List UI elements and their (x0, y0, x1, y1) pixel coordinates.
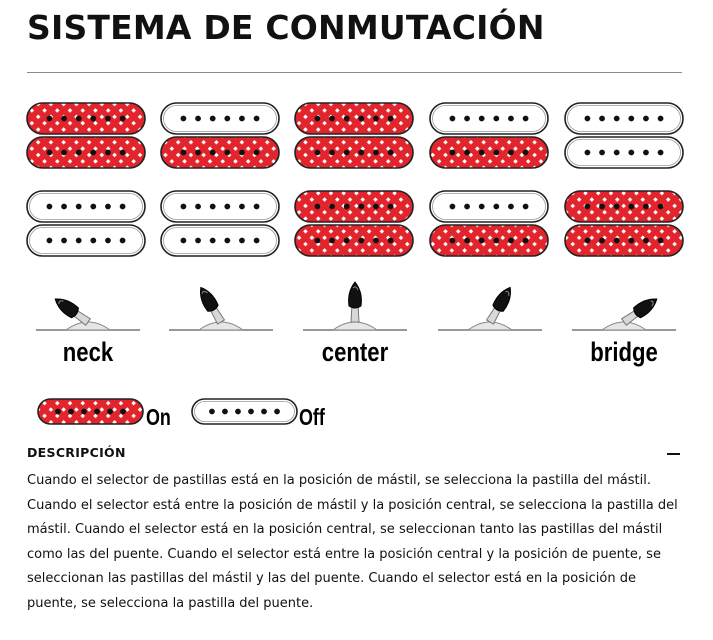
humbucker (429, 190, 549, 257)
pickup-coil-on (429, 224, 549, 257)
humbucker (564, 102, 684, 169)
switching-diagram: neck center bridge On Off (26, 102, 684, 431)
legend: On Off (37, 398, 325, 431)
legend-on-item: On (37, 398, 171, 431)
humbucker (160, 190, 280, 257)
selector-label-neck: neck (63, 338, 114, 368)
pickup-coil-on (564, 224, 684, 257)
pickup-coil-on (294, 136, 414, 169)
pickup-coil-on (564, 190, 684, 223)
legend-off-item: Off (191, 398, 325, 431)
pickup-coil-off (429, 102, 549, 135)
selector-label-center: center (322, 338, 389, 368)
title-divider (27, 72, 682, 73)
page-title: SISTEMA DE CONMUTACIÓN (27, 8, 545, 47)
legend-on-pickup-icon (37, 398, 144, 425)
humbucker (160, 102, 280, 169)
collapse-description-button[interactable] (664, 444, 684, 462)
pickup-coil-off (160, 102, 280, 135)
pickup-coil-off (429, 190, 549, 223)
pickup-coil-on (26, 102, 146, 135)
pickup-coil-on (294, 190, 414, 223)
selector-center: center (303, 281, 407, 368)
selector-neck: neck (36, 298, 140, 368)
pickup-coil-off (160, 224, 280, 257)
pickup-coil-off (26, 190, 146, 223)
humbucker (429, 102, 549, 169)
description-heading: DESCRIPCIÓN (27, 445, 126, 460)
selector-positions: neck center bridge (36, 281, 676, 368)
legend-coil-on (37, 398, 144, 425)
pickup-coil-on (160, 136, 280, 169)
humbucker (26, 102, 146, 169)
pickup-coil-off (26, 224, 146, 257)
legend-on-label: On (146, 405, 171, 431)
pickup-coil-off (160, 190, 280, 223)
humbucker (294, 102, 414, 169)
pickup-grid (26, 102, 684, 257)
pickup-coil-on (294, 102, 414, 135)
humbucker (26, 190, 146, 257)
selector-label-bridge: bridge (590, 338, 658, 368)
legend-off-label: Off (299, 405, 325, 431)
pickup-coil-off (564, 102, 684, 135)
minus-icon (667, 453, 680, 455)
selector-bridge: bridge (572, 298, 676, 368)
legend-off-pickup-icon (191, 398, 298, 425)
description-text: Cuando el selector de pastillas está en … (27, 473, 678, 611)
selector-neck-center (169, 286, 273, 331)
pickup-coil-off (564, 136, 684, 169)
pickup-coil-on (429, 136, 549, 169)
humbucker (564, 190, 684, 257)
humbucker (294, 190, 414, 257)
selector-center-bridge (438, 286, 542, 331)
legend-coil-off (191, 398, 298, 425)
pickup-coil-on (26, 136, 146, 169)
pickup-coil-on (294, 224, 414, 257)
